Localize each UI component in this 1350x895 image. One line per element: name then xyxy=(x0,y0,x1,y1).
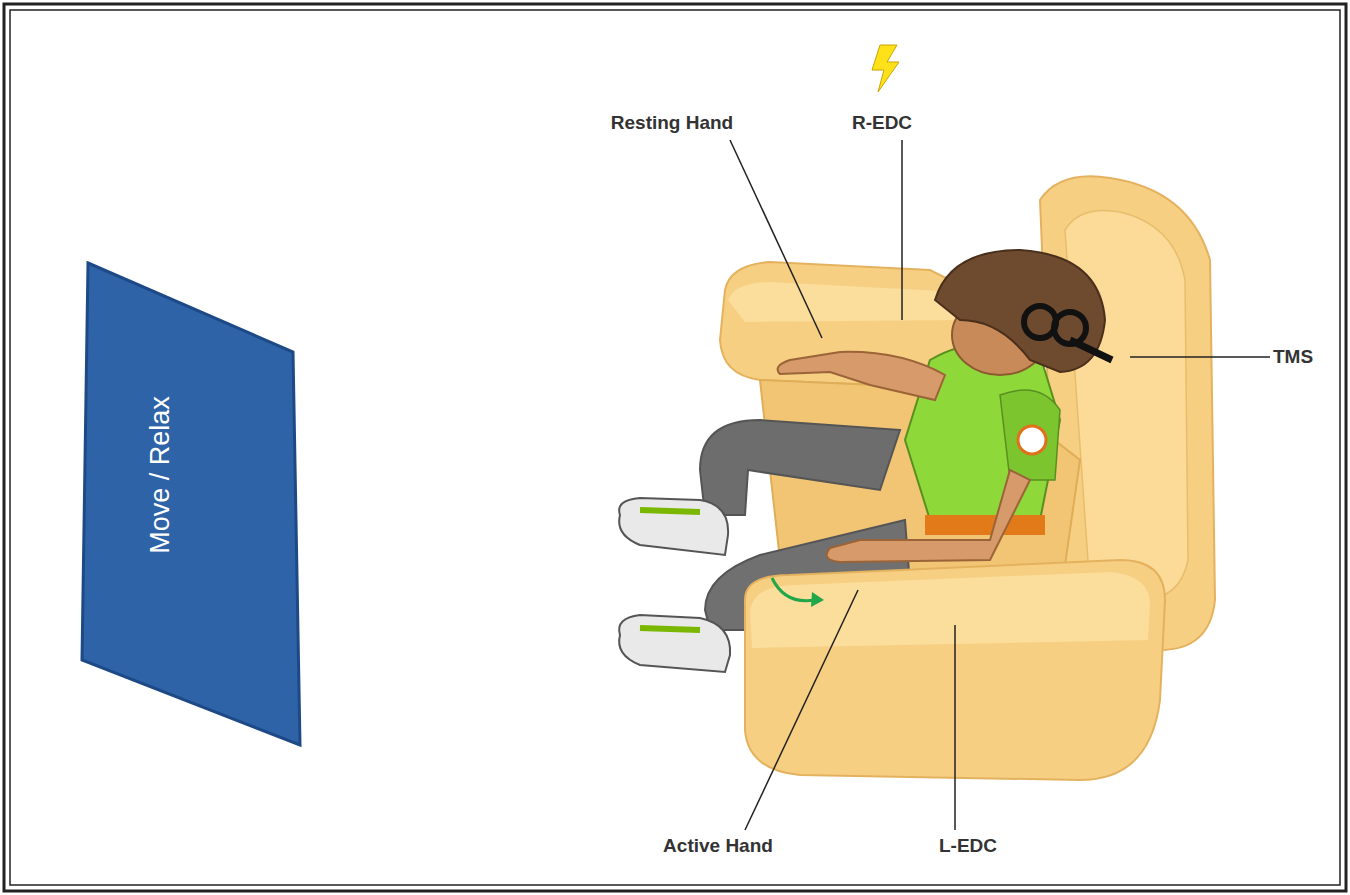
chair-backrest-panel xyxy=(1065,210,1188,600)
stimulus-bolt xyxy=(872,45,899,92)
tms-coil xyxy=(1024,306,1056,338)
belt xyxy=(925,515,1045,535)
leader-line xyxy=(730,140,822,338)
leader-line xyxy=(954,625,956,830)
outer-frame xyxy=(4,4,1346,891)
shoe-back xyxy=(619,498,728,555)
armrest-top xyxy=(728,282,962,322)
leader-line xyxy=(1130,356,1270,358)
part-label: L-EDC xyxy=(939,835,997,857)
movement-arrow xyxy=(772,578,815,601)
part-label: Resting Hand xyxy=(611,112,733,134)
hair xyxy=(935,250,1105,372)
leg-back xyxy=(700,420,900,515)
leader-line xyxy=(901,140,903,320)
movement-arrowhead xyxy=(811,592,824,607)
shoe-lace xyxy=(640,628,700,630)
inner-frame xyxy=(10,10,1340,885)
display-panel: Move / Relax xyxy=(80,260,304,750)
active-arm xyxy=(827,470,1030,562)
shoe-front xyxy=(619,615,730,672)
tms-coil xyxy=(1054,312,1086,344)
tms-handle xyxy=(1070,340,1112,360)
shirt-badge xyxy=(1018,426,1046,454)
shoe-lace xyxy=(640,510,700,512)
part-label: TMS xyxy=(1273,346,1313,368)
part-label: Active Hand xyxy=(663,835,773,857)
leader-line xyxy=(745,590,858,830)
part-label: R-EDC xyxy=(852,112,912,134)
panel-text: Move / Relax xyxy=(145,396,176,554)
armrest-top xyxy=(750,572,1150,648)
panel-face xyxy=(82,263,300,745)
panel-shape xyxy=(80,260,304,750)
shirt-sleeve xyxy=(1000,390,1060,480)
resting-arm xyxy=(778,352,945,400)
